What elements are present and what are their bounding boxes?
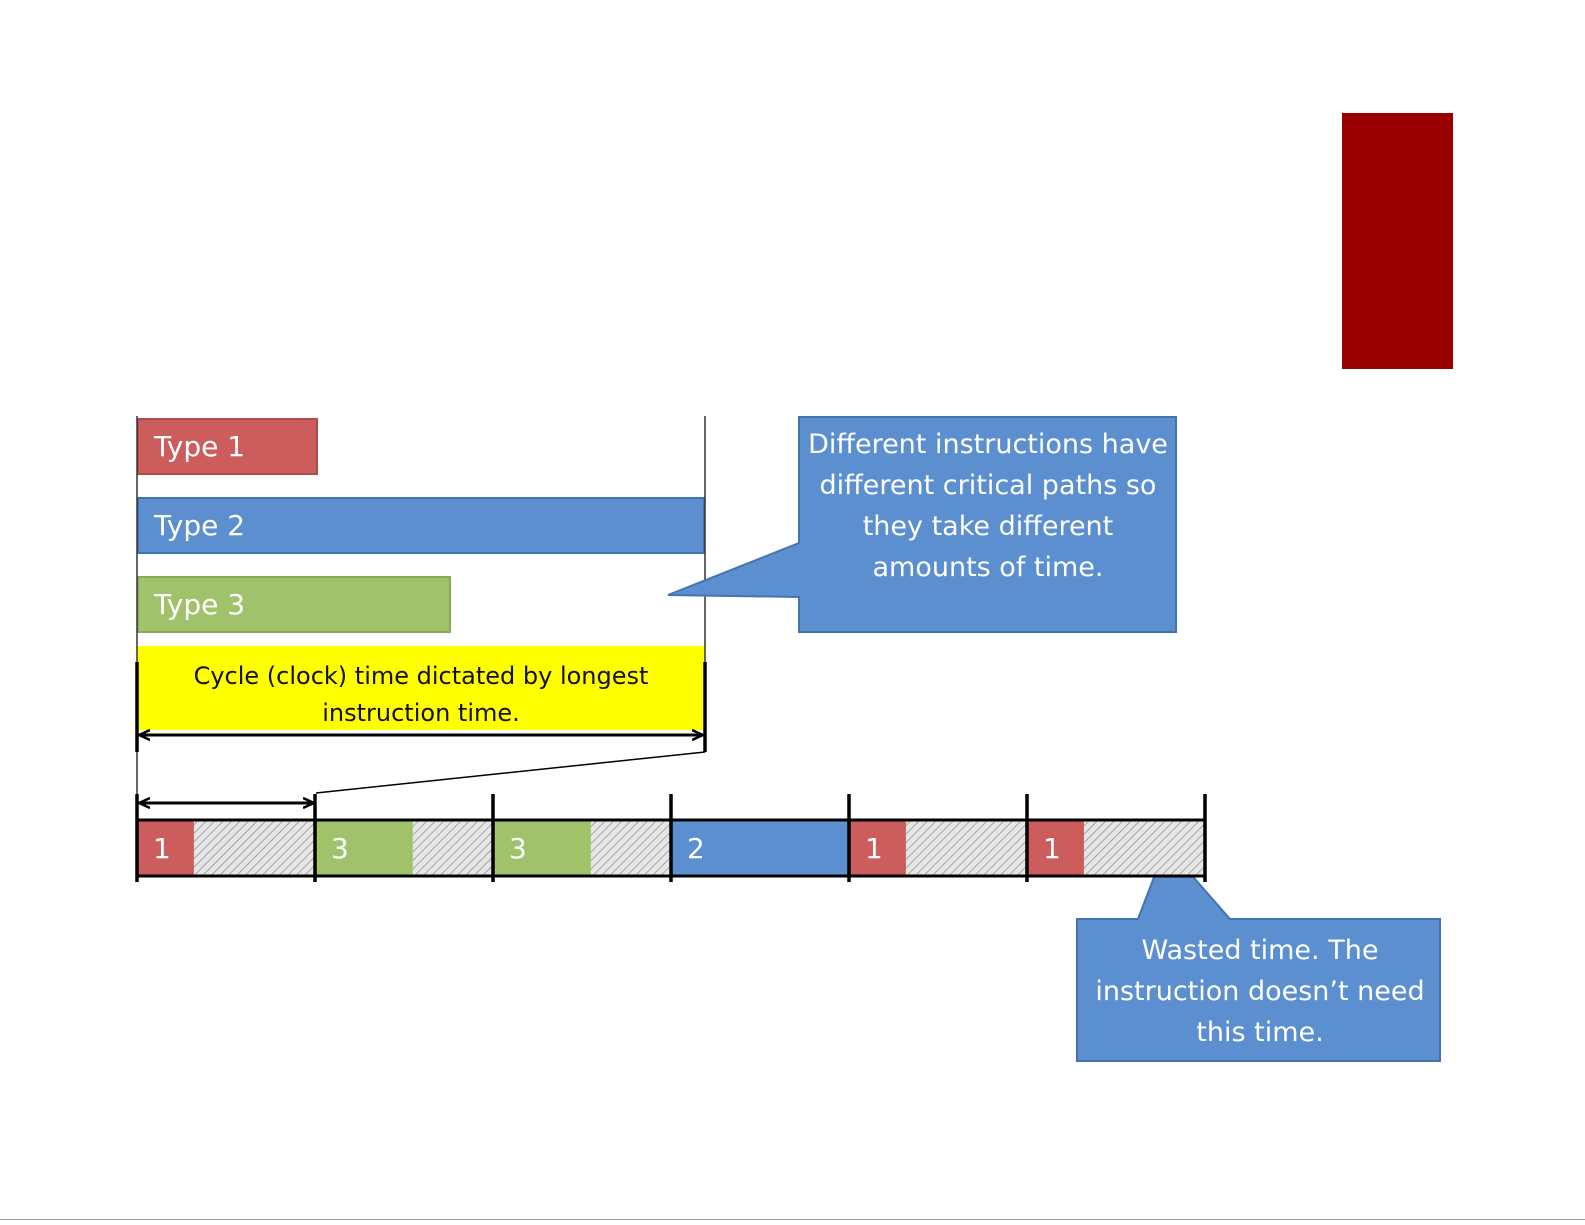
bottom-rule	[0, 1219, 1585, 1220]
timeline-segment-label: 3	[331, 832, 349, 865]
timeline-segment-label: 2	[687, 832, 705, 865]
timeline-wasted-segment	[906, 820, 1027, 876]
callout-paths-text: Different instructions have different cr…	[800, 424, 1176, 588]
timeline-wasted-segment	[1084, 820, 1205, 876]
timeline-wasted-segment	[194, 820, 315, 876]
timeline: 1 3 3 2 1 1	[137, 794, 1205, 882]
timeline-segment-label: 1	[1043, 832, 1061, 865]
timeline-segment-label: 1	[865, 832, 883, 865]
callout-wasted-text: Wasted time. The instruction doesn’t nee…	[1080, 930, 1440, 1053]
timeline-segment-label: 3	[509, 832, 527, 865]
timeline-wasted-segment	[413, 820, 493, 876]
timeline-busy-segment	[315, 820, 413, 876]
zoom-connector-line	[316, 752, 705, 793]
timeline-segment-label: 1	[153, 832, 171, 865]
timeline-busy-segment	[493, 820, 591, 876]
timeline-wasted-segment	[591, 820, 671, 876]
